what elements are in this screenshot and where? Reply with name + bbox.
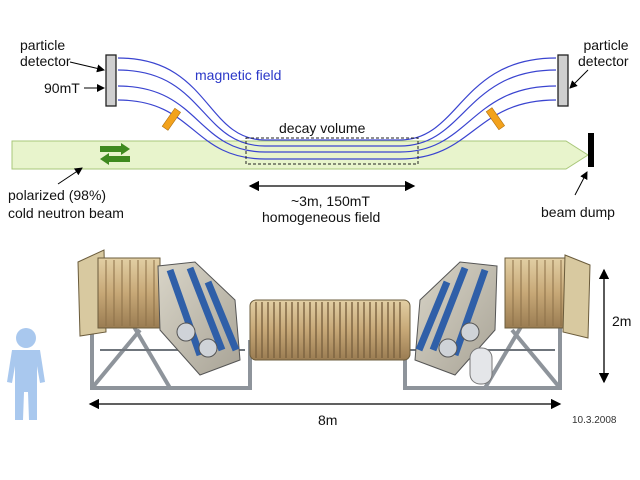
- height-label: 2m: [612, 313, 632, 329]
- beam-label-line1: polarized (98%): [8, 187, 107, 203]
- field-strength-left: 90mT: [44, 80, 80, 96]
- length-label: 8m: [318, 412, 338, 428]
- decay-length-label: ~3m, 150mT: [291, 193, 370, 209]
- beam-label-line2: cold neutron beam: [8, 205, 124, 221]
- beam-dump-label: beam dump: [541, 204, 615, 220]
- detector-plate-right-icon: [557, 54, 569, 107]
- beam-label: polarized (98%) cold neutron beam: [8, 186, 124, 222]
- magnetic-field-label: magnetic field: [195, 67, 282, 83]
- detector-right-label: particle detector: [578, 37, 629, 69]
- collimator-left-icon: [161, 107, 182, 131]
- homogeneous-field-label: homogeneous field: [262, 209, 381, 225]
- detector-plate-left-icon: [105, 54, 117, 107]
- beam-dump-bar-icon: [588, 133, 594, 167]
- collimator-right-icon: [485, 107, 506, 131]
- leader-lines: [57, 61, 589, 196]
- decay-volume-label: decay volume: [279, 120, 366, 136]
- detector-left-label: particle detector: [20, 37, 71, 69]
- detector-right-line1: particle: [583, 37, 629, 53]
- neutron-beam: [11, 140, 589, 170]
- spectrometer-render: [77, 249, 591, 390]
- detector-right-line2: detector: [578, 53, 629, 69]
- detector-left-line1: particle: [20, 37, 66, 53]
- decay-volume-box: [245, 137, 419, 165]
- direction-arrows-icon: [100, 143, 130, 165]
- person-silhouette-icon: [7, 328, 45, 420]
- detector-left-line2: detector: [20, 53, 71, 69]
- date-label: 10.3.2008: [572, 415, 617, 426]
